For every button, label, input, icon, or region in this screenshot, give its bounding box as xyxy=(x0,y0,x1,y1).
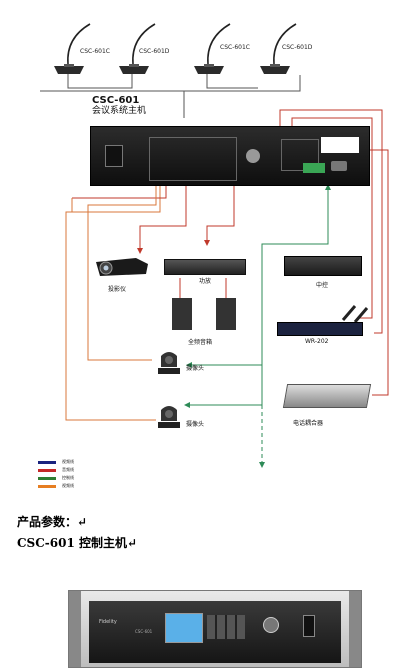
amplifier-icon xyxy=(164,259,246,275)
host-title: CSC-601 会议系统主机 xyxy=(92,95,146,117)
legend-item: 音频线 xyxy=(38,466,74,474)
params-subheading: CSC-601 控制主机↵ xyxy=(17,536,138,550)
host-name: 会议系统主机 xyxy=(92,106,147,116)
legend-item: 控制线 xyxy=(38,474,74,482)
legend-swatch xyxy=(38,484,56,488)
ptz-camera-icon xyxy=(158,352,180,374)
legend-label: 视频线 xyxy=(62,483,74,488)
mic-unit-2: CSC-601D xyxy=(115,18,175,76)
wireless-receiver: WR-202 xyxy=(277,300,377,348)
central-control-label: 中控 xyxy=(316,282,329,289)
wireless-label: WR-202 xyxy=(305,338,329,345)
projector: 投影仪 xyxy=(92,250,152,293)
speakers-label: 全频音箱 xyxy=(188,339,213,346)
camera-1-label: 摄像头 xyxy=(186,365,205,372)
panel-model: CSC-601 xyxy=(135,629,153,634)
legend-swatch xyxy=(38,460,56,464)
volume-knob[interactable] xyxy=(263,617,279,633)
speaker-left xyxy=(172,298,192,330)
audio-port-group xyxy=(281,139,319,171)
rack-ear-right xyxy=(349,591,361,667)
gooseneck-mic-icon xyxy=(194,23,231,74)
mic-label: CSC-601D xyxy=(282,44,313,51)
legend: 视频线 音频线 控制线 视频线 xyxy=(38,458,74,490)
audio-lines xyxy=(65,109,389,421)
legend-item: 视频线 xyxy=(38,482,74,490)
lcd-screen xyxy=(165,613,203,643)
host-rear-panel xyxy=(90,126,370,186)
legend-swatch xyxy=(38,468,56,472)
power-socket xyxy=(105,145,123,167)
front-panel: Fidelity CSC-601 xyxy=(68,590,362,668)
db9-port xyxy=(331,161,347,171)
phone-coupler: 电话耦合器 xyxy=(282,382,373,430)
gooseneck-mic-icon xyxy=(260,23,297,74)
params-heading: 产品参数：↵ xyxy=(17,515,88,529)
phone-coupler-icon xyxy=(282,384,372,408)
legend-label: 音频线 xyxy=(62,467,74,472)
mic-chain-cable xyxy=(40,72,301,118)
xlr-port xyxy=(246,149,260,163)
mic-unit-3: CSC-601C xyxy=(190,18,250,76)
button-row xyxy=(207,615,245,639)
front-face: Fidelity CSC-601 xyxy=(89,601,341,663)
legend-label: 视频线 xyxy=(62,459,74,464)
projector-icon xyxy=(96,258,148,276)
handheld-mic-icon xyxy=(341,305,369,323)
camera-2: 摄像头 xyxy=(154,400,210,434)
mic-unit-1: CSC-601C xyxy=(50,18,110,76)
host-model: CSC-601 xyxy=(92,95,140,106)
connector-block xyxy=(149,137,237,181)
legend-label: 控制线 xyxy=(62,475,74,480)
mic-label: CSC-601D xyxy=(139,48,170,55)
legend-item: 视频线 xyxy=(38,458,74,466)
gooseneck-mic-icon xyxy=(54,23,91,74)
rack-ear-left xyxy=(69,591,81,667)
mic-label: CSC-601C xyxy=(220,44,250,51)
warning-label xyxy=(321,137,359,153)
camera-1: 摄像头 xyxy=(154,346,210,380)
speaker-right xyxy=(216,298,236,330)
mic-unit-4: CSC-601D xyxy=(256,18,316,76)
phone-coupler-label: 电话耦合器 xyxy=(293,420,324,427)
terminal-block xyxy=(303,163,325,173)
amplifier: 功放 xyxy=(164,259,246,285)
gooseneck-mic-icon xyxy=(119,23,156,74)
ptz-camera-icon xyxy=(158,406,180,428)
projector-label: 投影仪 xyxy=(108,286,127,293)
central-control-icon xyxy=(284,256,362,276)
camera-2-label: 摄像头 xyxy=(186,421,205,428)
receiver-icon xyxy=(277,322,363,336)
amplifier-label: 功放 xyxy=(199,278,212,285)
brand-logo: Fidelity xyxy=(99,619,117,625)
legend-swatch xyxy=(38,476,56,480)
central-control: 中控 xyxy=(284,256,364,290)
mic-label: CSC-601C xyxy=(80,48,110,55)
camera-lines xyxy=(71,185,157,361)
power-switch[interactable] xyxy=(303,615,315,637)
